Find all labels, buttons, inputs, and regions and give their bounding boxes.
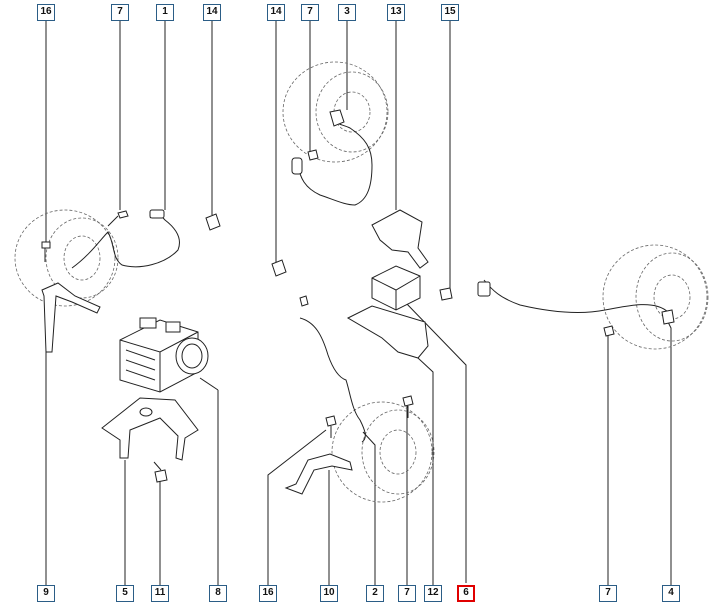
rear-left-sensor-cable [299, 317, 366, 443]
front-left-bracket [41, 282, 101, 353]
part-11-bolt [153, 461, 168, 483]
sensor-bracket-12 [346, 305, 429, 359]
part-15-top[interactable]: 15 [441, 4, 459, 21]
part-12-bottom[interactable]: 12 [424, 585, 442, 602]
rear-right-sensor-head [661, 309, 675, 325]
front-left-wheel [14, 209, 119, 307]
part-7-screw-d [603, 325, 615, 337]
rear-right-connector [477, 281, 491, 297]
part-9-bottom[interactable]: 9 [37, 585, 55, 602]
front-left-sensor-cable [71, 213, 180, 269]
rear-right-wheel [602, 244, 709, 350]
front-right-sensor-head [291, 157, 303, 175]
part-6-bottom[interactable]: 6 [457, 585, 475, 602]
part-15-clip [439, 287, 453, 301]
part-14-top-b[interactable]: 14 [267, 4, 285, 21]
part-10-bottom[interactable]: 10 [320, 585, 338, 602]
part-16-bolt-b [325, 415, 337, 438]
part-7-screw-b [307, 149, 319, 161]
part-4-bottom[interactable]: 4 [662, 585, 680, 602]
part-2-bottom[interactable]: 2 [366, 585, 384, 602]
abs-control-module-6 [371, 265, 421, 311]
leader-12 [417, 357, 434, 585]
part-16-bolt [41, 241, 51, 262]
rear-left-wheel [331, 401, 435, 503]
part-7-screw-c [299, 295, 309, 307]
part-16-top[interactable]: 16 [37, 4, 55, 21]
rear-right-sensor-cable [483, 279, 669, 313]
part-7-bolt-rear [402, 395, 414, 418]
rear-left-bracket-10 [284, 453, 353, 495]
front-left-connector [149, 209, 165, 219]
part-14-top-a[interactable]: 14 [203, 4, 221, 21]
part-13-top[interactable]: 13 [387, 4, 405, 21]
part-11-bottom[interactable]: 11 [151, 585, 169, 602]
leader-4 [665, 317, 672, 585]
part-7-bottom-b[interactable]: 7 [599, 585, 617, 602]
part-14-clip-b [271, 259, 287, 277]
part-7-top-a[interactable]: 7 [111, 4, 129, 21]
front-right-sensor-cable [297, 117, 373, 206]
part-3-top[interactable]: 3 [338, 4, 356, 21]
part-7-top-b[interactable]: 7 [301, 4, 319, 21]
leader-2 [362, 431, 376, 585]
leader-16-bottom [267, 429, 327, 585]
part-14-clip [205, 213, 221, 231]
part-1-top[interactable]: 1 [156, 4, 174, 21]
part-7-bottom-a[interactable]: 7 [398, 585, 416, 602]
part-5-bottom[interactable]: 5 [116, 585, 134, 602]
part-8-bottom[interactable]: 8 [209, 585, 227, 602]
abs-hydraulic-unit [119, 317, 209, 393]
ecu-bracket-13 [371, 209, 429, 269]
part-7-screw [107, 210, 129, 227]
front-right-wheel [282, 61, 389, 163]
bracket-hole [139, 407, 153, 417]
part-3-sensor-mount [329, 109, 345, 127]
leader-8-diag [199, 377, 219, 391]
abs-mounting-bracket [101, 397, 199, 461]
part-16-bottom[interactable]: 16 [259, 585, 277, 602]
